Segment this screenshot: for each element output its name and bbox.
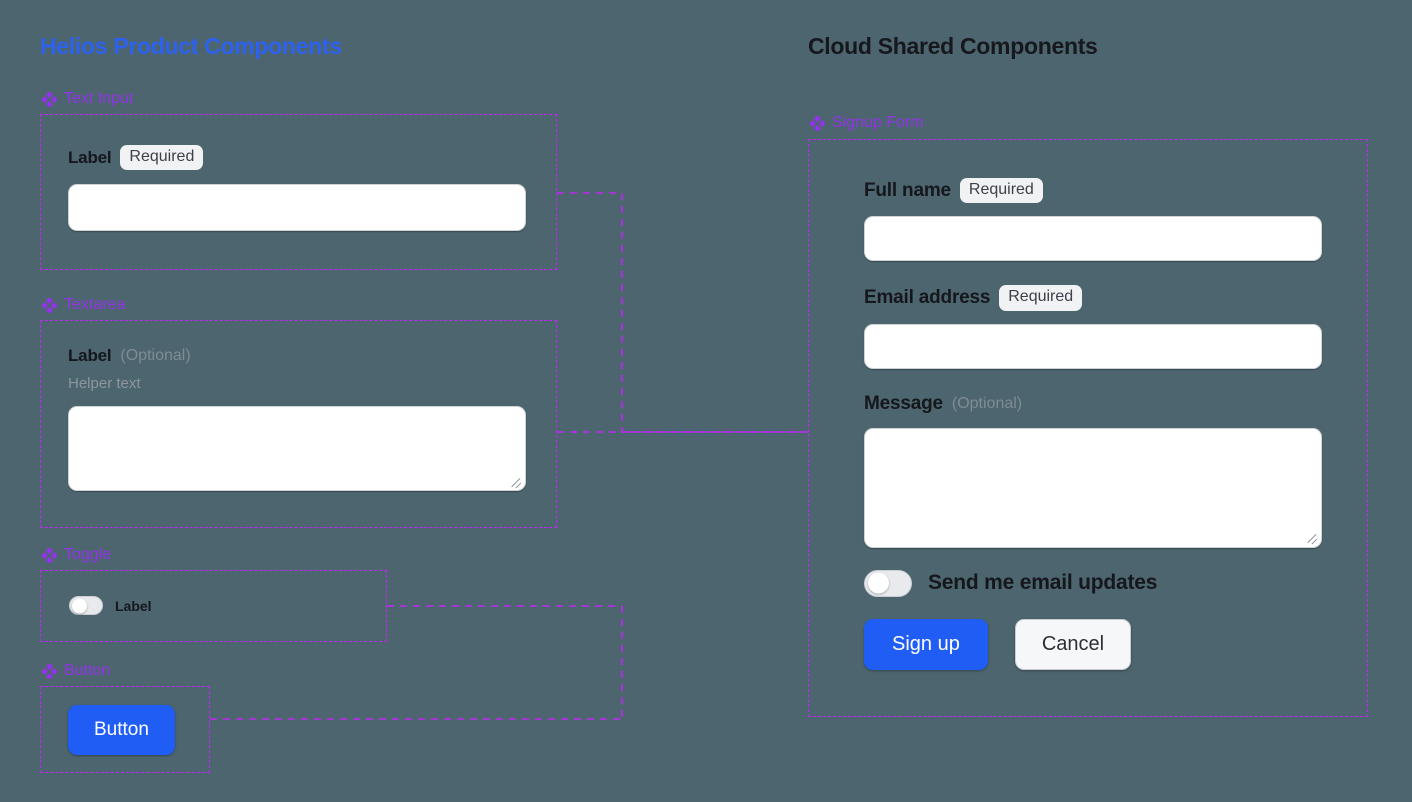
text-input-label-row: Label Required bbox=[68, 145, 526, 171]
text-input-required-badge: Required bbox=[120, 145, 204, 171]
section-label-toggle: Toggle bbox=[42, 546, 111, 564]
section-label-button: Button bbox=[42, 662, 110, 680]
toggle-switch[interactable] bbox=[69, 596, 103, 615]
resize-handle-icon[interactable] bbox=[509, 474, 522, 487]
fullname-required-badge: Required bbox=[959, 178, 1043, 204]
email-updates-toggle-switch[interactable] bbox=[864, 569, 912, 597]
section-label-text: Text Input bbox=[64, 90, 134, 107]
text-input-label: Label bbox=[68, 147, 112, 167]
email-updates-toggle-row[interactable]: Send me email updates bbox=[864, 569, 1322, 597]
components-diamond-icon bbox=[42, 547, 57, 563]
section-label-text: Textarea bbox=[64, 296, 126, 313]
demo-button[interactable]: Button bbox=[68, 705, 175, 755]
signup-button[interactable]: Sign up bbox=[864, 618, 988, 670]
toggle-knob bbox=[72, 598, 87, 613]
textarea-optional-text: (Optional) bbox=[120, 347, 191, 364]
component-frame-toggle: Label bbox=[40, 570, 387, 642]
resize-handle-icon[interactable] bbox=[1305, 531, 1318, 544]
email-updates-toggle-label: Send me email updates bbox=[928, 571, 1158, 595]
component-frame-textarea: Label (Optional) Helper text bbox=[40, 320, 557, 528]
toggle-knob bbox=[868, 572, 889, 594]
email-input[interactable] bbox=[864, 323, 1322, 369]
toggle-row[interactable]: Label bbox=[69, 596, 152, 615]
email-label: Email address bbox=[864, 287, 991, 309]
section-label-signup-form: Signup Form bbox=[810, 114, 924, 132]
textarea-field[interactable] bbox=[68, 406, 526, 491]
toggle-label: Label bbox=[115, 597, 152, 614]
section-label-text: Toggle bbox=[64, 546, 112, 563]
fullname-label-row: Full name Required bbox=[864, 178, 1322, 204]
textarea-label: Label bbox=[68, 346, 112, 365]
message-label: Message bbox=[864, 392, 943, 414]
connector-text-input-to-fullname bbox=[557, 192, 808, 433]
components-diamond-icon bbox=[42, 91, 57, 107]
message-optional-text: (Optional) bbox=[951, 394, 1023, 412]
email-required-badge: Required bbox=[999, 285, 1083, 311]
fullname-label: Full name bbox=[864, 179, 951, 201]
section-label-text: Button bbox=[64, 662, 111, 679]
message-textarea[interactable] bbox=[864, 427, 1322, 548]
cancel-button[interactable]: Cancel bbox=[1014, 618, 1132, 670]
textarea-label-row: Label (Optional) bbox=[68, 346, 526, 366]
text-input-field[interactable] bbox=[68, 184, 526, 232]
textarea-helper-text: Helper text bbox=[68, 375, 141, 392]
page-title-left: Helios Product Components bbox=[40, 33, 342, 59]
component-frame-button: Button bbox=[40, 686, 210, 773]
message-label-row: Message (Optional) bbox=[864, 393, 1322, 415]
components-diamond-icon bbox=[42, 663, 57, 679]
component-frame-text-input: Label Required bbox=[40, 114, 557, 270]
page-title-right: Cloud Shared Components bbox=[808, 33, 1098, 59]
section-label-text: Signup Form bbox=[832, 114, 924, 131]
form-actions: Sign up Cancel bbox=[864, 618, 1322, 670]
components-diamond-icon bbox=[810, 115, 825, 131]
fullname-input[interactable] bbox=[864, 216, 1322, 262]
email-label-row: Email address Required bbox=[864, 285, 1322, 311]
component-frame-signup-form: Full name Required Email address Require… bbox=[808, 139, 1368, 717]
section-label-text-input: Text Input bbox=[42, 90, 133, 108]
components-diamond-icon bbox=[42, 297, 57, 313]
section-label-textarea: Textarea bbox=[42, 296, 125, 314]
